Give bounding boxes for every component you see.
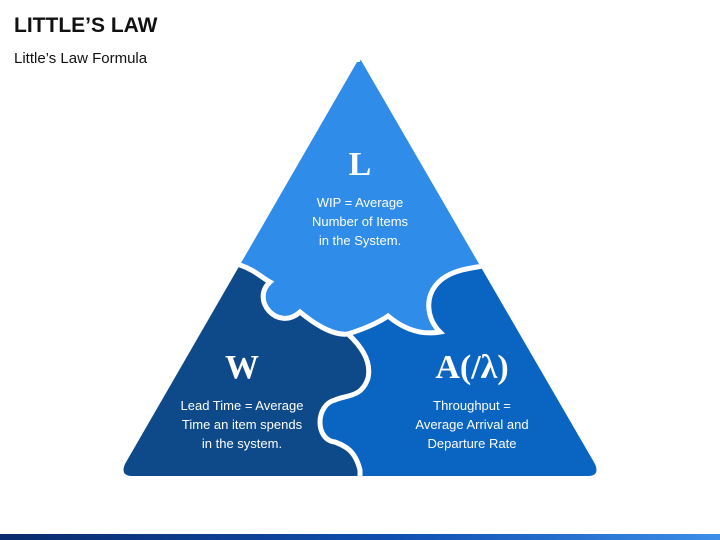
piece-right — [320, 250, 597, 476]
seam-left-right — [317, 332, 372, 476]
seam-top-left — [229, 261, 349, 337]
right-piece-line-3: Departure Rate — [428, 436, 517, 451]
left-piece-line-3: in the system. — [202, 436, 282, 451]
right-piece-symbol: A(/λ) — [435, 349, 508, 386]
top-piece-line-1: WIP = Average — [317, 195, 404, 210]
seam-top-right — [347, 261, 496, 337]
slide-title: LITTLE’S LAW — [14, 14, 158, 37]
right-piece-line-2: Average Arrival and — [415, 417, 528, 432]
right-piece-line-1: Throughput = — [433, 398, 511, 413]
piece-left — [123, 260, 369, 476]
left-piece-line-2: Time an item spends — [182, 417, 303, 432]
left-piece-symbol: W — [225, 349, 259, 386]
top-piece-line-2: Number of Items — [312, 214, 409, 229]
top-piece-line-3: in the System. — [319, 233, 401, 248]
top-piece-symbol: L — [349, 146, 372, 183]
bottom-accent-bar — [0, 534, 720, 540]
left-piece-line-1: Lead Time = Average — [181, 398, 304, 413]
slide-subtitle: Little’s Law Formula — [14, 50, 148, 67]
